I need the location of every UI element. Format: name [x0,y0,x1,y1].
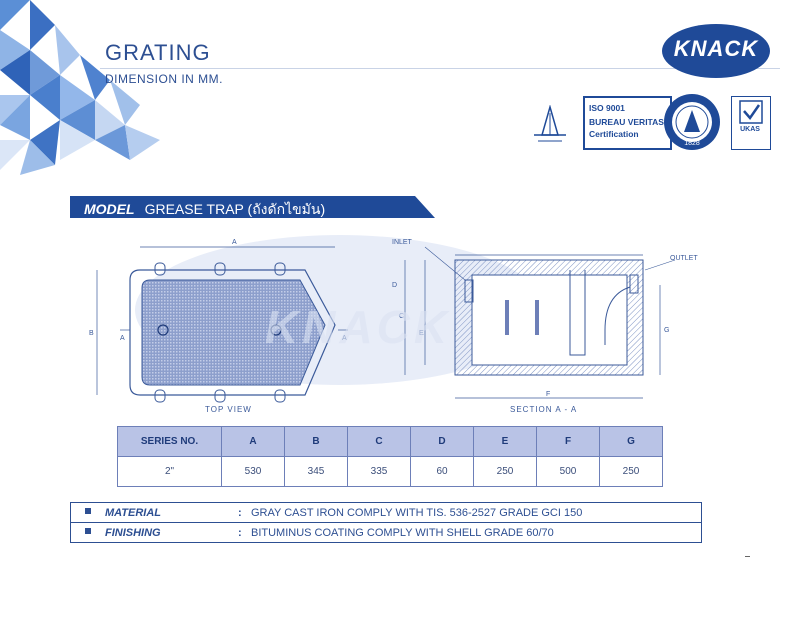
note-finishing: FINISHING : BITUMINUS COATING COMPLY WIT… [71,522,701,542]
cut-a-left-label: A [120,335,125,342]
header-d: D [410,426,474,457]
dim-b-label: B [89,330,94,337]
table-row: 2" 530 345 335 60 250 500 250 [117,456,663,487]
notes-box: MATERIAL : GRAY CAST IRON COMPLY WITH TI… [70,502,702,543]
cell-a: 530 [221,456,285,487]
dim-a-label: A [232,239,237,246]
header-divider [100,68,780,69]
model-banner [70,196,435,218]
decorative-triangle-pattern [0,0,160,175]
note-label: FINISHING [105,526,161,539]
iso-line: BUREAU VERITAS [589,117,664,127]
model-name: GREASE TRAP (ถังดักไขมัน) [144,201,326,217]
technical-drawing: TOP VIEW SECTION A - A INLET OUTLET A B … [80,225,698,420]
table-header-row: SERIES NO. A B C D E F G [117,426,663,457]
note-label: MATERIAL [105,506,162,519]
note-value: GRAY CAST IRON COMPLY WITH TIS. 536-2527… [251,506,583,519]
section-caption: SECTION A - A [510,405,578,414]
cell-series-no: 2" [117,456,222,487]
thai-industrial-standard-icon [534,105,566,142]
header-c: C [347,426,411,457]
header-b: B [284,426,348,457]
outlet-label: OUTLET [670,255,698,262]
dim-f-label: F [546,391,551,398]
iso-line: ISO 9001 [589,103,625,113]
cell-g: 250 [599,456,663,487]
page-subtitle: DIMENSION IN MM. [105,72,223,86]
bureau-veritas-seal [664,94,720,150]
header-e: E [473,426,537,457]
model-label: MODEL [84,201,135,217]
page-title: GRATING [105,40,211,65]
drawing-svg [96,235,676,403]
header-f: F [536,426,600,457]
knack-logo-text: KNACK [673,36,759,61]
knack-logo [662,24,770,78]
model-banner-text: MODEL GREASE TRAP (ถังดักไขมัน) [84,199,325,221]
note-material: MATERIAL : GRAY CAST IRON COMPLY WITH TI… [71,503,701,522]
cell-b: 345 [284,456,348,487]
note-value: BITUMINUS COATING COMPLY WITH SHELL GRAD… [251,526,554,539]
page-mark [745,556,750,557]
note-colon: : [238,506,242,519]
dim-c-label: C [399,313,405,320]
bullet-icon [85,508,91,514]
cell-f: 500 [536,456,600,487]
bullet-icon [85,528,91,534]
header-g: G [599,426,663,457]
ukas-text: UKAS [740,126,760,133]
ukas-badge [731,96,771,150]
iso-certification-box: ISO 9001 BUREAU VERITAS Certification [583,96,672,150]
knack-watermark: KNACK [265,301,452,353]
cell-c: 335 [347,456,411,487]
cell-e: 250 [473,456,537,487]
header-a: A [221,426,285,457]
dim-e-label: E [419,330,424,337]
top-view-caption: TOP VIEW [205,405,252,414]
bureau-veritas-year: 1828 [684,140,700,147]
cell-d: 60 [410,456,474,487]
dim-g-label: G [664,327,670,334]
note-colon: : [238,526,242,539]
header-series-no: SERIES NO. [117,426,222,457]
dim-d-label: D [392,282,398,289]
iso-line: Certification [589,129,639,139]
spec-table: SERIES NO. A B C D E F G 2" 530 345 335 … [117,426,663,487]
inlet-label: INLET [392,239,412,246]
cut-a-right-label: A [342,335,347,342]
